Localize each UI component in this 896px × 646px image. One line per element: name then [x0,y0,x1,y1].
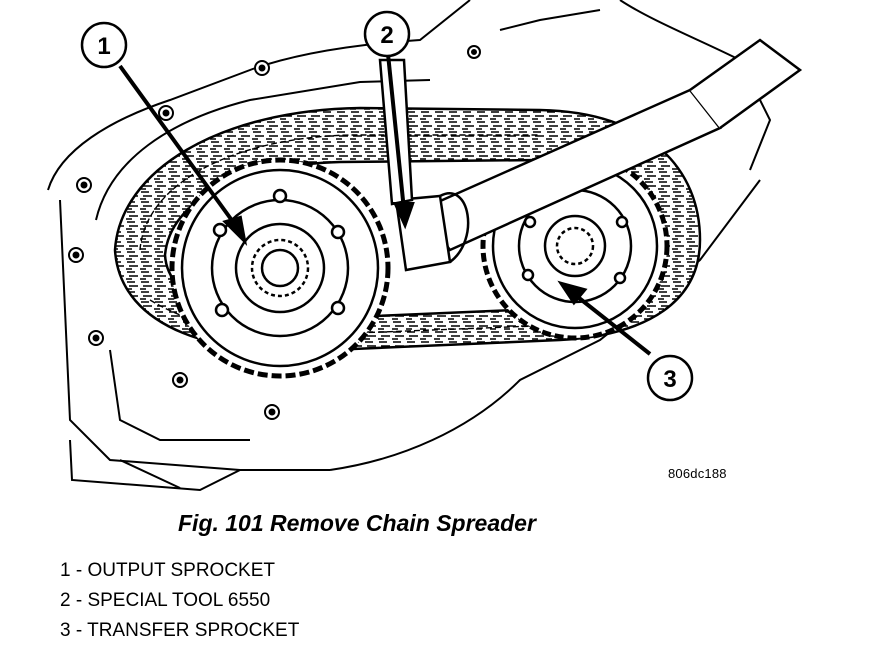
callout-2-number: 2 [380,22,393,49]
housing-bolt-holes [68,45,666,420]
legend-item-output-sprocket: 1 - OUTPUT SPROCKET [60,560,276,581]
output-sprocket [169,157,391,379]
callout-1-number: 1 [97,33,110,60]
figure-code: 806dc188 [668,466,727,481]
callout-leaders [118,53,652,356]
figure-caption: Fig. 101 Remove Chain Spreader [178,510,536,536]
callout-3: 3 [646,354,694,402]
legend-item-transfer-sprocket: 3 - TRANSFER SPROCKET [60,620,300,641]
parts-legend: 1 - OUTPUT SPROCKET 2 - SPECIAL TOOL 655… [60,556,299,646]
transfer-case-illustration: 1 2 3 [47,0,803,492]
callout-1: 1 [80,21,128,69]
callout-2: 2 [363,10,411,58]
callout-3-number: 3 [663,366,676,393]
legend-item-special-tool: 2 - SPECIAL TOOL 6550 [60,590,271,611]
